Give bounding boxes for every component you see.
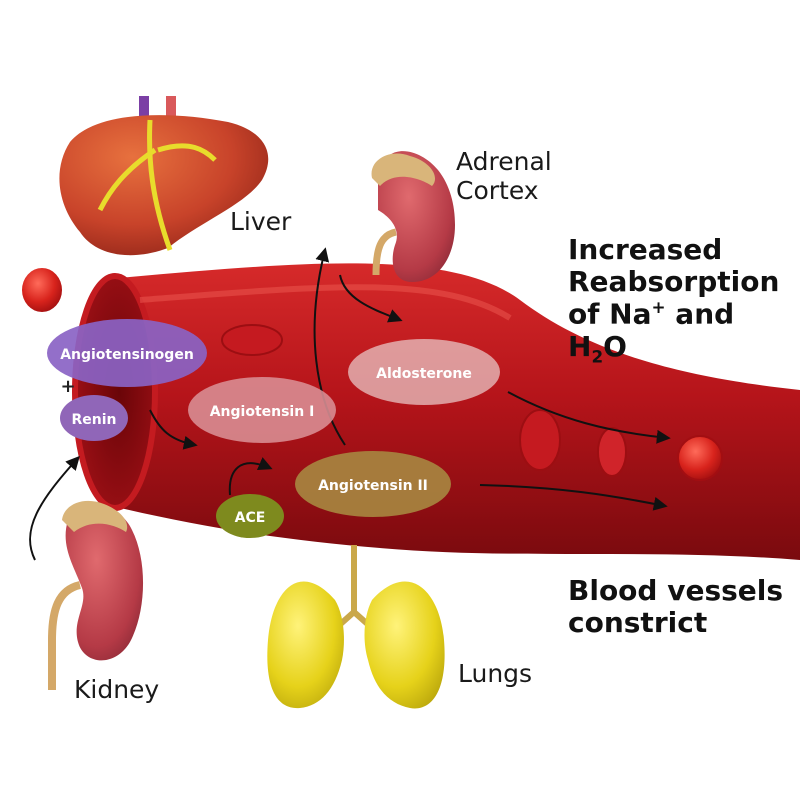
na-text: of Na [568,297,652,331]
kidney-label: Kidney [74,675,160,704]
plus-sign: + [60,376,75,397]
angiotensinogen-node: Angiotensinogen [47,319,207,387]
red-blood-cell [597,427,627,477]
adrenal-to-aldosterone-arrow [339,274,403,323]
aldosterone-label: Aldosterone [376,366,472,382]
angiotensin2-label: Angiotensin II [318,478,428,494]
liver-illustration [59,96,269,256]
kidney-to-renin-arrow [29,455,80,561]
vessels-line2: constrict [568,606,708,640]
aldosterone-node: Aldosterone [348,339,500,405]
na-charge: + [651,297,666,318]
angiotensin2-to-adrenal-arrow [313,247,346,446]
ace-label: ACE [235,510,266,526]
red-blood-cell [221,324,283,356]
red-blood-cell [677,435,723,481]
adrenal-kidney-illustration [371,151,455,282]
adrenal-label-line1: Adrenal [456,147,552,176]
red-blood-cells [22,268,723,481]
reabsorption-line2: Reabsorption [568,265,780,299]
angiotensinogen-to-angiotensin1-arrow [149,409,198,450]
reabsorption-line1: Increased [568,233,723,266]
ace-conversion-arrow [228,457,273,496]
vessels-line1: Blood vessels [568,574,784,607]
reabsorption-text: Increased Reabsorption of Na+ and H2O [568,233,800,367]
angiotensinogen-label: Angiotensinogen [60,347,194,363]
vessel-constriction-text: Blood vessels constrict [568,574,784,640]
aldosterone-effect-arrow [507,391,671,444]
o-text: O [603,329,627,363]
and-h-text: and H [568,297,735,363]
angiotensin2-node: Angiotensin II [295,451,451,517]
h2-subscript: 2 [591,346,604,367]
ace-node: ACE [216,494,284,538]
adrenal-cortex-label: Adrenal Cortex [456,147,552,206]
liver-label: Liver [230,207,292,236]
angiotensin1-label: Angiotensin I [210,404,315,420]
reabsorption-line3: of Na+ and H2O [568,298,800,366]
angiotensin2-effect-arrow [479,484,668,511]
red-blood-cell [519,409,561,471]
lungs-label: Lungs [458,659,533,688]
angiotensin1-node: Angiotensin I [188,377,336,443]
kidney-illustration [48,500,144,690]
renin-node: Renin [60,395,128,441]
red-blood-cell [22,268,62,312]
flow-arrows [29,247,671,561]
lungs-illustration [267,545,445,709]
adrenal-label-line2: Cortex [456,175,539,205]
renin-label: Renin [71,412,116,428]
